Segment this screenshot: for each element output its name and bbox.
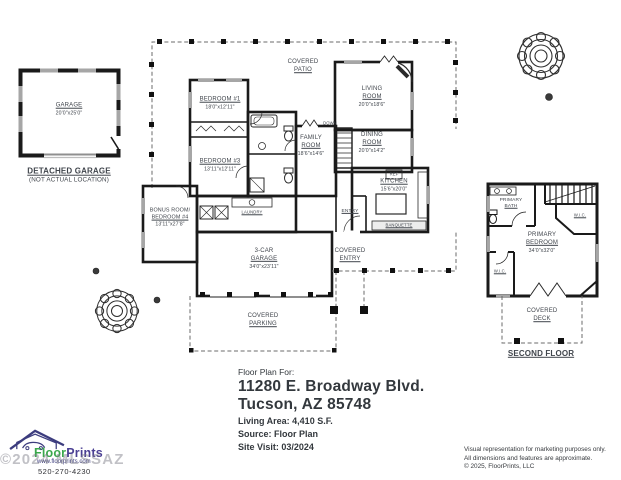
logo-wordmark: FloorPrints bbox=[34, 446, 103, 460]
wic-top-label: W.I.C. bbox=[573, 212, 587, 218]
wic-bottom-label: W.I.C. bbox=[493, 268, 507, 274]
ref-label: REF bbox=[389, 171, 399, 177]
covered-patio-outline bbox=[149, 39, 458, 188]
detached-garage-caption: DETACHED GARAGE (NOT ACTUAL LOCATION) bbox=[27, 166, 111, 185]
primary-bedroom-label: PRIMARY BEDROOM 34'0"x32'0" bbox=[525, 231, 559, 254]
living-room-label: LIVING ROOM 20'0"x18'6" bbox=[358, 85, 386, 108]
kitchen-label: KITCHEN 15'6"x20'0" bbox=[380, 178, 408, 193]
bedroom3-label: BEDROOM #3 13'11"x12'11" bbox=[199, 158, 241, 173]
shrub-dots bbox=[92, 93, 553, 304]
covered-deck-label: COVERED DECK bbox=[526, 308, 558, 322]
mls-watermark: ©2024 MLSSAZ bbox=[0, 451, 125, 468]
logo-house-icon bbox=[9, 429, 65, 451]
tree-left bbox=[94, 288, 140, 334]
source: Source: Floor Plan bbox=[238, 429, 319, 439]
address-line1: 11280 E. Broadway Blvd. bbox=[238, 378, 425, 395]
first-floor-windows bbox=[142, 61, 430, 248]
covered-parking-label: COVERED PARKING bbox=[247, 313, 279, 327]
disclaimer-line2: All dimensions and features are approxim… bbox=[464, 454, 593, 462]
covered-parking-outline bbox=[189, 292, 337, 353]
laundry-label: LAUNDRY bbox=[241, 209, 263, 215]
three-car-garage-label: 3-CAR GARAGE 34'0"x23'11" bbox=[249, 247, 279, 270]
fixtures bbox=[175, 61, 429, 233]
second-floor-caption: SECOND FLOOR bbox=[507, 348, 575, 358]
info-heading: Floor Plan For: bbox=[238, 367, 295, 377]
living-area: Living Area: 4,410 S.F. bbox=[238, 416, 333, 426]
banquette-label: BANQUETTE bbox=[385, 222, 413, 228]
disclaimer-line3: © 2025, FloorPrints, LLC bbox=[464, 463, 535, 471]
dining-room-label: DINING ROOM 20'0"x14'2" bbox=[358, 131, 386, 154]
detached-garage-plan bbox=[18, 68, 121, 159]
down-label: DOWN bbox=[323, 120, 337, 126]
covered-patio-label: COVERED PATIO bbox=[287, 59, 319, 73]
entry-label: ENTRY bbox=[341, 208, 359, 214]
primary-bath-label: PRIMARY BATH bbox=[499, 197, 523, 209]
covered-entry-outline bbox=[330, 232, 457, 314]
floorprints-logo: FloorPrints www.floorprints.com 520-270-… bbox=[4, 426, 134, 478]
tree-top-right bbox=[516, 31, 566, 81]
detached-garage-room-label: GARAGE 20'0"x25'0" bbox=[55, 102, 83, 117]
second-floor-windows bbox=[487, 196, 599, 298]
deck-doors bbox=[529, 282, 567, 299]
logo-website: www.floorprints.com bbox=[37, 459, 91, 465]
bedroom1-label: BEDROOM #1 18'0"x12'11" bbox=[199, 96, 241, 111]
covered-deck-outline bbox=[501, 296, 583, 344]
family-room-label: FAMILY ROOM 18'6"x14'6" bbox=[297, 134, 325, 157]
patio-posts bbox=[149, 39, 458, 157]
disclaimer-line1: Visual representation for marketing purp… bbox=[464, 446, 606, 453]
site-visit: Site Visit: 03/2024 bbox=[238, 442, 314, 452]
covered-entry-label: COVERED ENTRY bbox=[334, 248, 366, 262]
disclaimer: Visual representation for marketing purp… bbox=[464, 446, 606, 472]
bonus-room-label: BONUS ROOM/ BEDROOM #4 13'11"x27'8" bbox=[149, 207, 191, 228]
detached-garage-windows bbox=[18, 68, 121, 132]
address-line2: Tucson, AZ 85748 bbox=[238, 396, 372, 413]
logo-phone: 520-270-4230 bbox=[38, 467, 91, 476]
property-info: Floor Plan For: 11280 E. Broadway Blvd. … bbox=[238, 367, 424, 453]
